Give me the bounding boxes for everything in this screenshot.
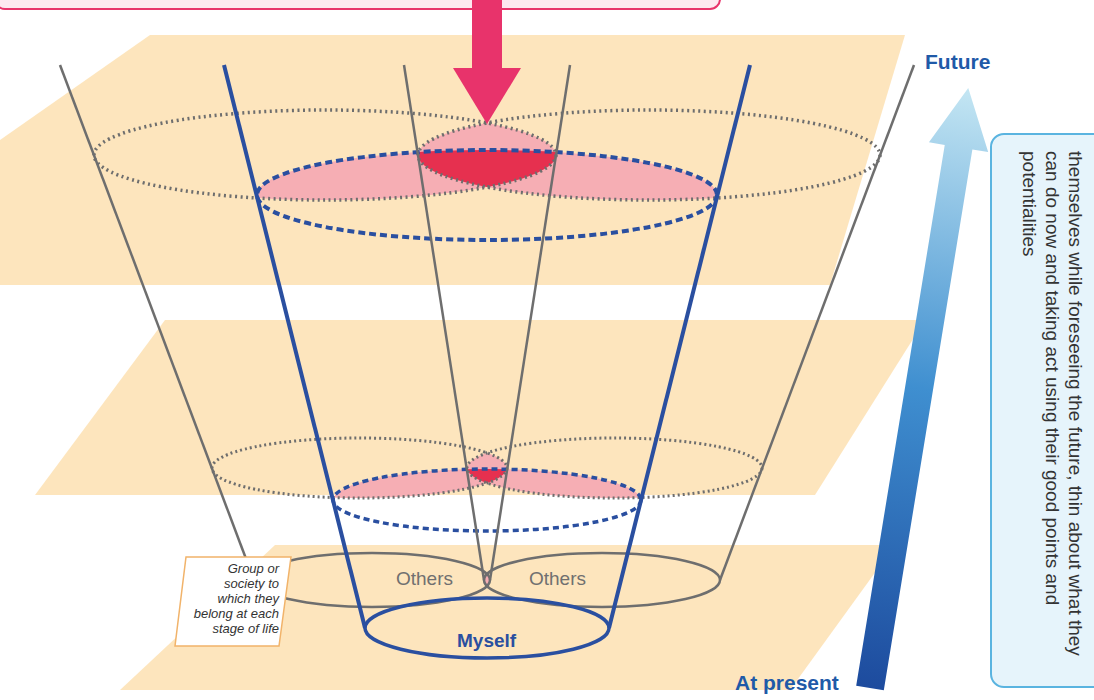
time-label: Future	[925, 50, 990, 74]
node-text: Others	[529, 568, 586, 590]
cone-line	[720, 65, 914, 580]
core-overlap-fill	[365, 598, 609, 658]
myself-cone-line	[609, 65, 750, 628]
red-arrow-head	[453, 68, 521, 124]
myself-ellipse	[333, 469, 641, 531]
node-text: Myself	[457, 630, 516, 652]
circle-label: Myself	[457, 630, 516, 652]
overlap-fill	[365, 598, 609, 658]
cone-line	[490, 65, 570, 580]
top-note-box	[0, 0, 720, 9]
core-overlap-fill	[257, 150, 717, 240]
red-arrow-shaft	[472, 0, 502, 70]
note-box: themselves while foreseeing the future, …	[990, 133, 1094, 688]
overlap-fill	[257, 150, 717, 240]
myself-cone-line	[224, 65, 365, 628]
callout-outline	[175, 557, 291, 646]
cone-line	[404, 65, 484, 580]
circle-label: Others	[529, 568, 586, 590]
node-text: themselves while foreseeing the future, …	[1018, 151, 1086, 666]
overlap-fill	[333, 469, 641, 531]
time-arrow-body	[840, 83, 997, 693]
node-text: Group or society to which they belong at…	[174, 556, 292, 643]
circle-label: Others	[396, 568, 453, 590]
node-text: Others	[396, 568, 453, 590]
myself-ellipse	[365, 598, 609, 658]
time-label: At present	[735, 671, 839, 695]
future-plane	[0, 35, 905, 285]
core-overlap-fill	[333, 469, 641, 531]
time-arrow	[840, 83, 997, 693]
cone-line	[60, 65, 254, 580]
present-plane	[120, 545, 895, 690]
callout-box: Group or society to which they belong at…	[174, 556, 292, 647]
myself-ellipse	[257, 150, 717, 240]
